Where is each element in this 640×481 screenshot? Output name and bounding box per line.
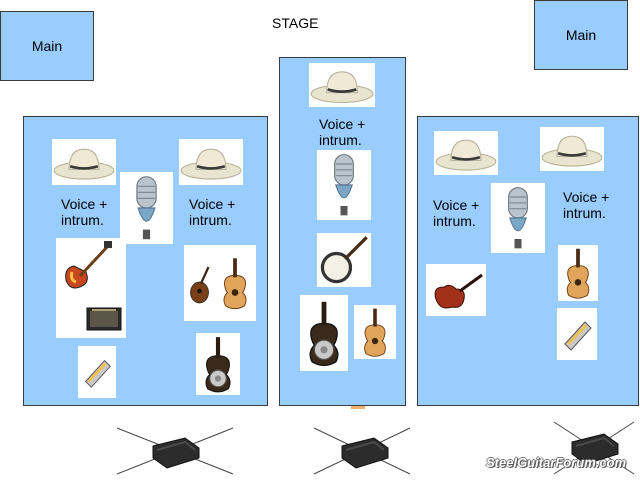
cowboy-hat-icon xyxy=(540,127,604,171)
monitor-wedge-icon xyxy=(313,427,411,475)
harmonica-icon xyxy=(78,346,116,398)
acoustic-guitar-icon xyxy=(558,245,598,301)
main-speaker-left-label: Main xyxy=(31,38,63,54)
acoustic-guitar-icon xyxy=(354,305,396,359)
resonator-guitar-icon xyxy=(196,333,240,395)
harmonica-icon xyxy=(557,308,597,360)
watermark-text: SteelGuitarForum.com xyxy=(486,455,627,470)
monitor-wedge-center xyxy=(312,426,412,476)
stage-edge-marker xyxy=(351,406,365,409)
banjo-icon xyxy=(317,233,371,287)
resonator-guitar-icon xyxy=(300,295,348,371)
monitor-wedge-icon xyxy=(553,421,635,475)
cowboy-hat-icon xyxy=(52,139,116,185)
microphone-icon xyxy=(317,150,371,220)
voice-instrument-label: Voice + intrum. xyxy=(61,196,108,228)
main-speaker-right: Main xyxy=(534,0,628,70)
voice-instrument-label: Voice + intrum. xyxy=(319,116,366,148)
mandolin-acoustic-guitar-icon xyxy=(184,245,256,321)
voice-instrument-label: Voice + intrum. xyxy=(189,196,236,228)
fiddle-icon xyxy=(426,264,486,316)
monitor-wedge-right xyxy=(552,420,636,476)
amplifier-icon xyxy=(90,304,124,338)
cowboy-hat-icon xyxy=(309,63,375,107)
electric-bass-icon xyxy=(56,238,126,338)
voice-instrument-label: Voice + intrum. xyxy=(563,189,610,221)
cowboy-hat-icon xyxy=(179,139,243,185)
monitor-wedge-icon xyxy=(116,427,234,475)
cowboy-hat-icon xyxy=(434,131,498,175)
monitor-wedge-left xyxy=(115,426,235,476)
stage-title: STAGE xyxy=(272,15,319,31)
main-speaker-right-label: Main xyxy=(565,27,597,43)
main-speaker-left: Main xyxy=(0,11,94,81)
microphone-icon xyxy=(120,172,173,244)
voice-instrument-label: Voice + intrum. xyxy=(433,197,480,229)
microphone-icon xyxy=(491,183,545,253)
